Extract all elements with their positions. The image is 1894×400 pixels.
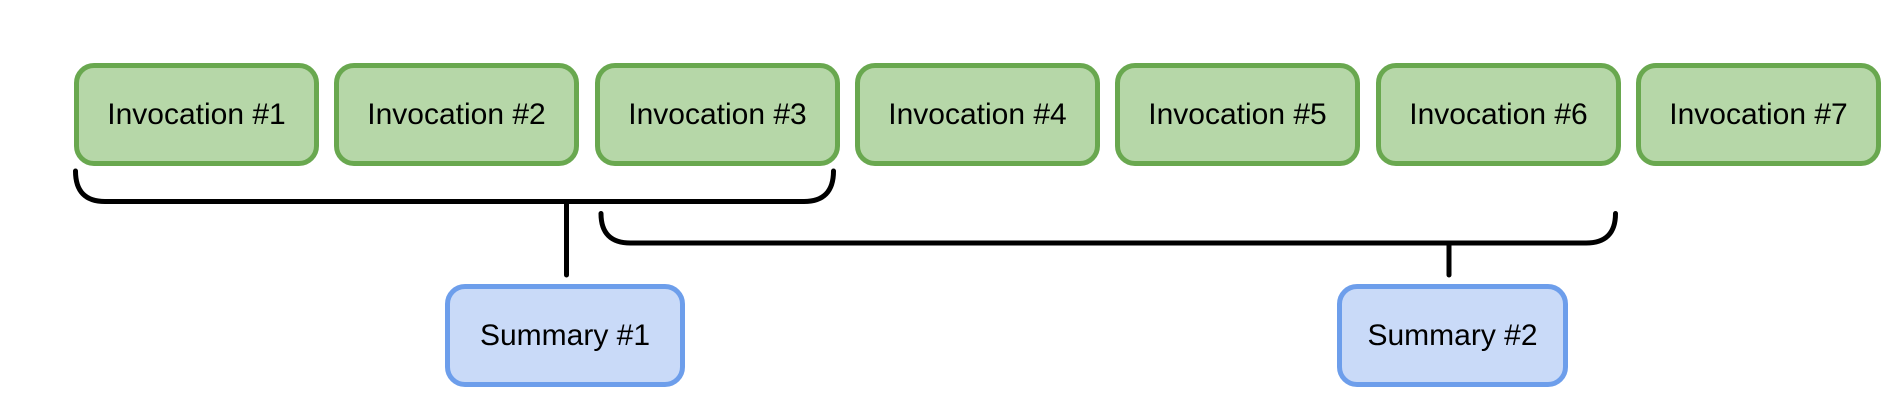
invocation-box-3: Invocation #3: [595, 63, 840, 166]
brace-invocations-3-6: [598, 211, 1618, 246]
invocation-box-6: Invocation #6: [1376, 63, 1621, 166]
invocation-box-7: Invocation #7: [1636, 63, 1881, 166]
summary-box-2: Summary #2: [1337, 284, 1568, 387]
invocation-box-4: Invocation #4: [855, 63, 1100, 166]
brace-invocations-1-3: [73, 168, 836, 204]
invocation-box-5: Invocation #5: [1115, 63, 1360, 166]
summary-box-1: Summary #1: [445, 284, 685, 387]
invocation-box-2: Invocation #2: [334, 63, 579, 166]
invocation-box-1: Invocation #1: [74, 63, 319, 166]
